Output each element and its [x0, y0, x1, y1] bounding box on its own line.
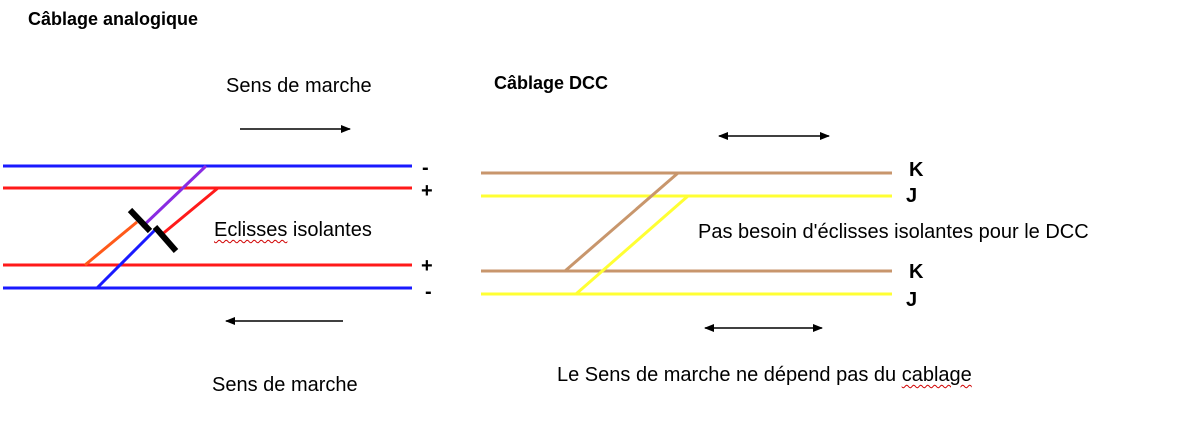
insulated-joint-mark-2: [152, 225, 179, 253]
dcc-rail-label-3: K: [909, 261, 924, 283]
analog-crossover-orange: [84, 220, 138, 267]
analog-direction-top-label: Sens de marche: [226, 75, 372, 97]
dcc-rail-label-2: J: [906, 185, 918, 207]
spellcheck-word: Eclisses: [214, 219, 288, 241]
analog-crossover-purple: [140, 164, 208, 229]
analog-rail-label-3: +: [421, 255, 433, 277]
dcc-rail-label-4: J: [906, 289, 918, 311]
analog-rail-label-4: -: [425, 281, 432, 303]
analog-direction-bottom-label: Sens de marche: [212, 374, 358, 396]
analog-crossover-red: [159, 186, 219, 238]
insulated-joints-label: Eclisses isolantes: [214, 219, 372, 241]
analog-crossover-blue: [95, 228, 157, 290]
dcc-title: Câblage DCC: [494, 73, 609, 93]
analog-rail-label-1: -: [422, 157, 429, 179]
dcc-crossover-tan: [564, 171, 679, 273]
insulated-joint-mark-1: [127, 207, 153, 234]
dcc-direction-note-label: Le Sens de marche ne dépend pas du cabla…: [557, 364, 972, 386]
spellcheck-word: cablage: [901, 364, 972, 386]
analog-title: Câblage analogique: [28, 9, 199, 29]
analog-rail-label-2: +: [421, 180, 433, 202]
dcc-note-label: Pas besoin d'éclisses isolantes pour le …: [698, 221, 1089, 243]
dcc-crossover-yellow: [575, 194, 689, 296]
dcc-rail-label-1: K: [909, 159, 924, 181]
